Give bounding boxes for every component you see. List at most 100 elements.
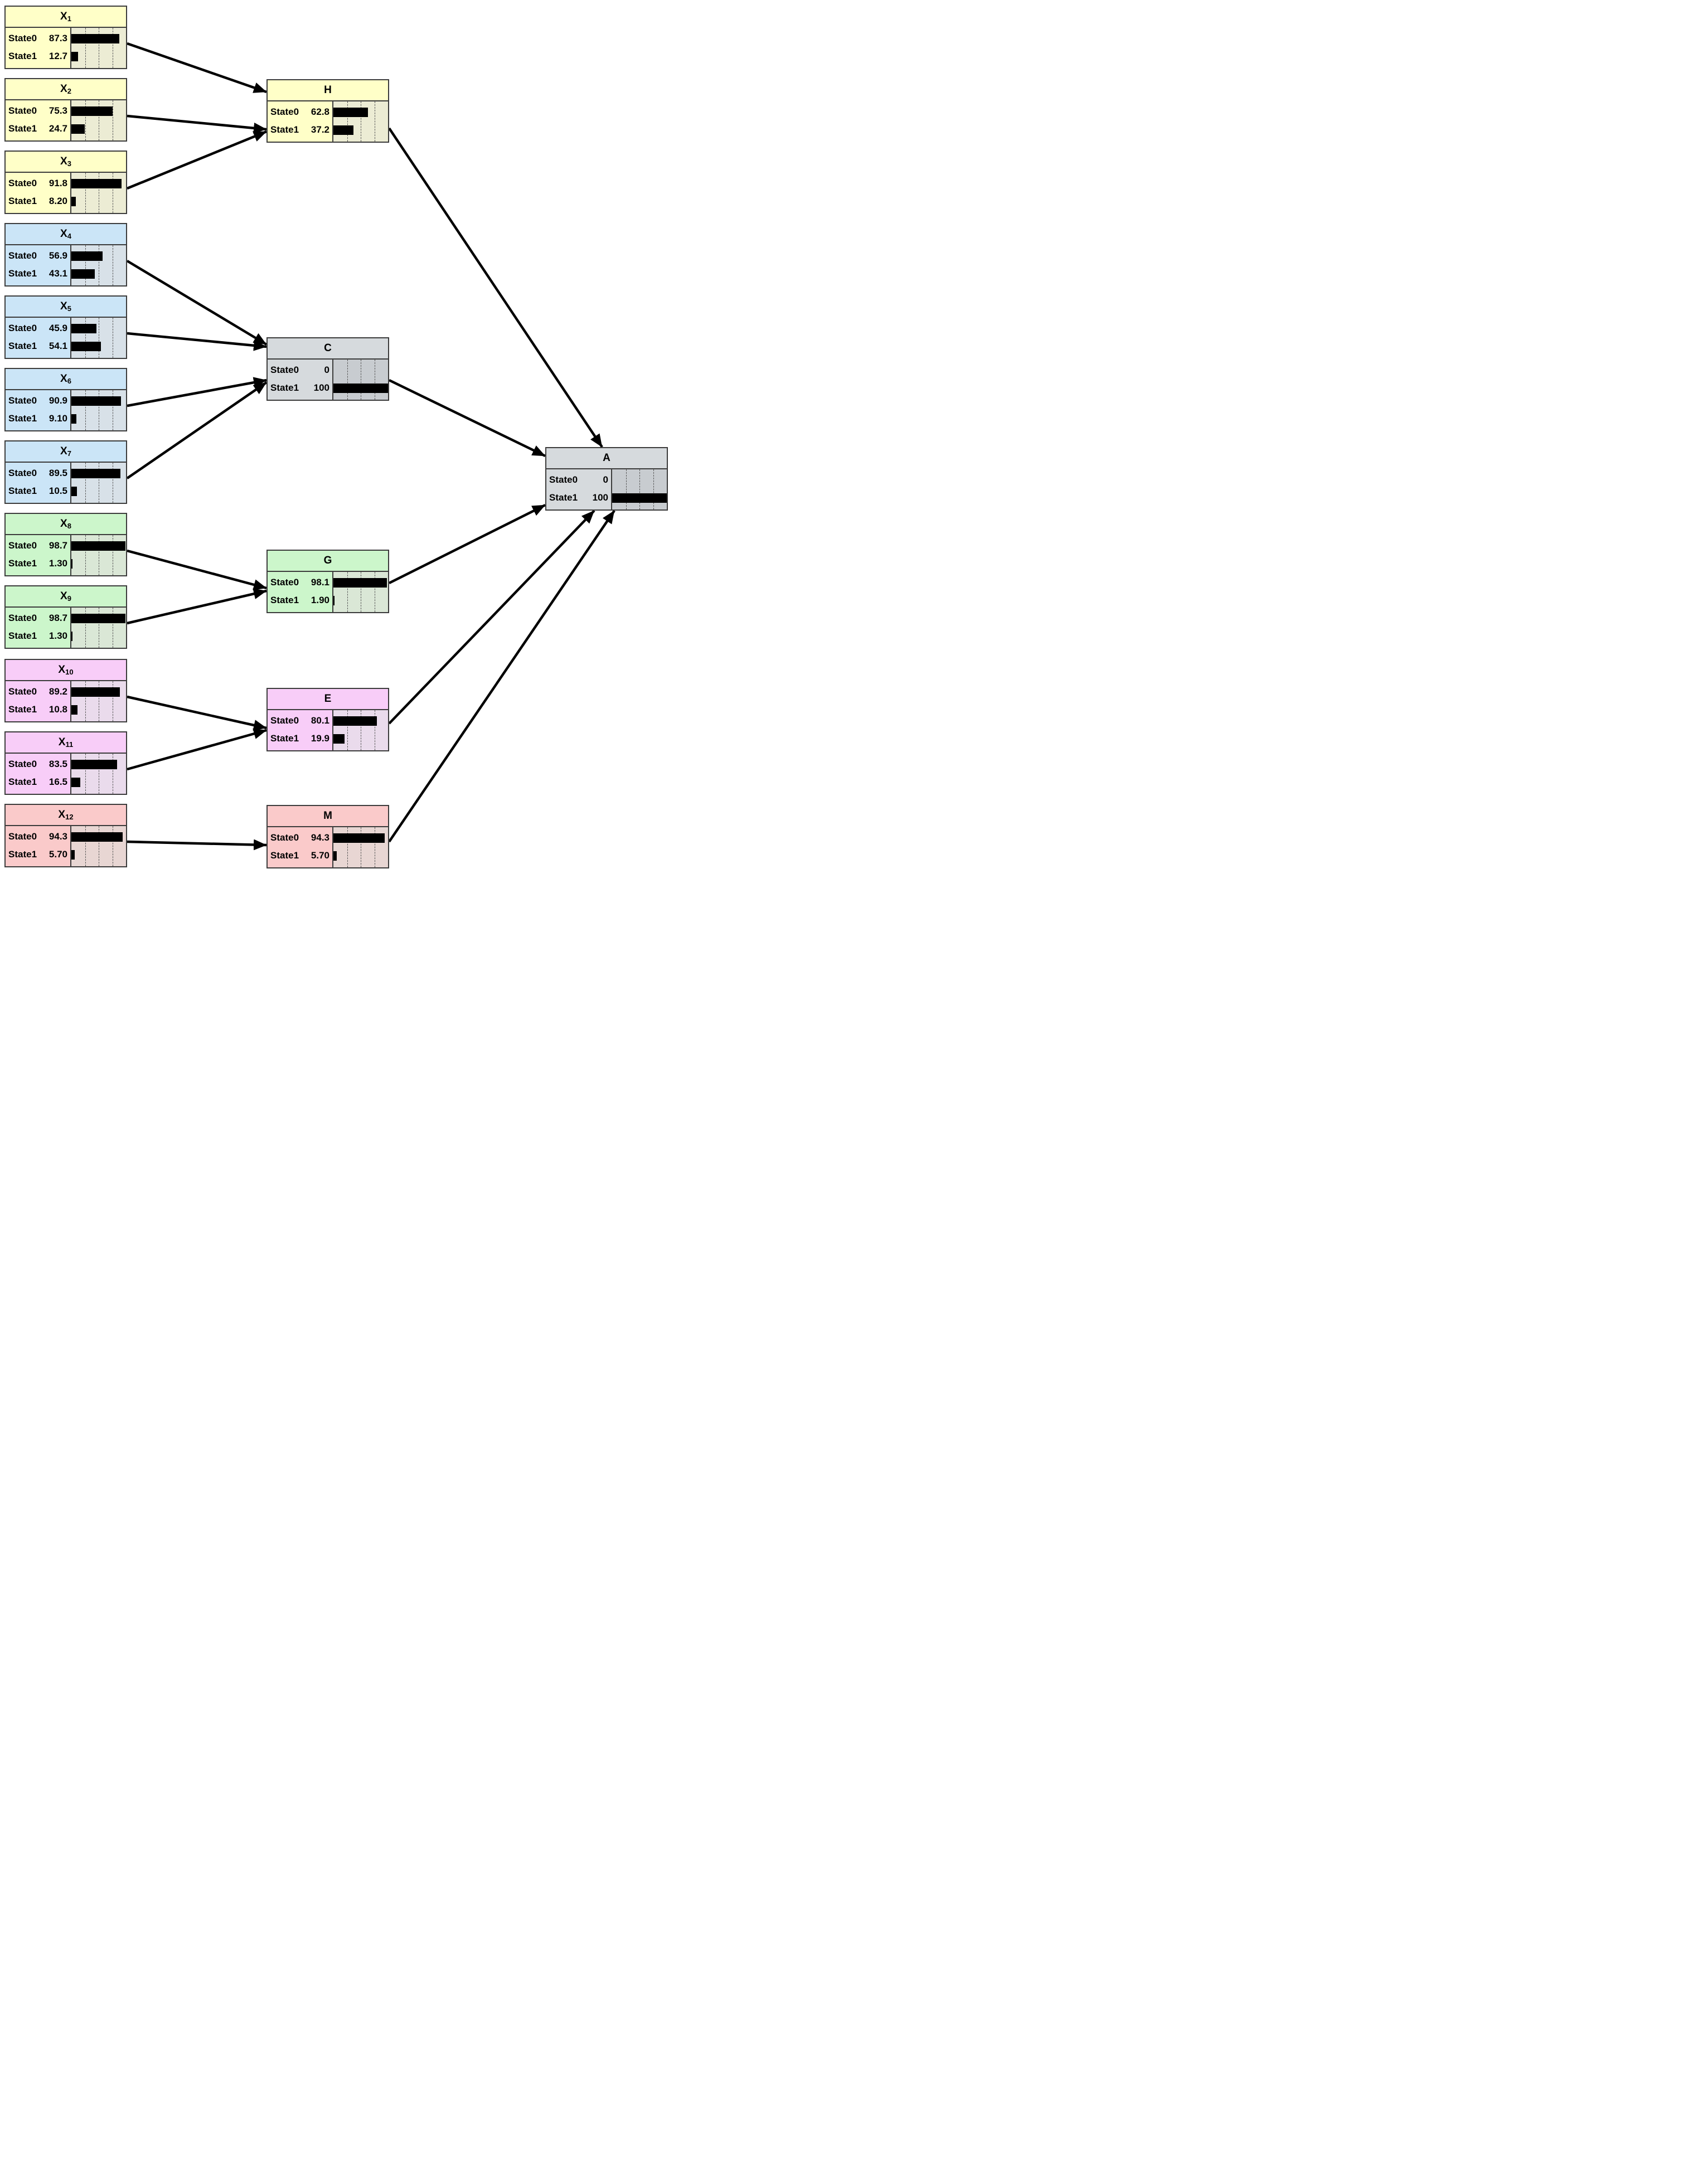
node-title-text: X bbox=[60, 373, 67, 385]
state0-value: 89.5 bbox=[49, 468, 67, 478]
node-title-text: X bbox=[60, 300, 67, 312]
state0-probability-bar bbox=[333, 716, 377, 726]
node-title-text: X bbox=[60, 11, 67, 22]
state0-value: 98.1 bbox=[311, 577, 329, 588]
node-title: E bbox=[268, 689, 388, 710]
state1-value: 5.70 bbox=[49, 849, 67, 860]
state1-label: State1 bbox=[270, 595, 299, 605]
state0-value: 94.3 bbox=[311, 832, 329, 843]
state1-label: State1 bbox=[8, 704, 37, 715]
chart-gridline bbox=[85, 681, 86, 721]
state1-probability-bar bbox=[333, 596, 335, 605]
state0-value: 62.8 bbox=[311, 106, 329, 117]
state0-probability-bar bbox=[71, 832, 123, 842]
state0-value: 90.9 bbox=[49, 395, 67, 406]
state1-probability-bar bbox=[333, 384, 388, 393]
state0-probability-bar bbox=[71, 687, 120, 697]
state1-value: 10.8 bbox=[49, 704, 67, 715]
edge-H-to-A bbox=[388, 127, 603, 448]
edge-X7-to-C bbox=[126, 381, 268, 479]
node-title: A bbox=[546, 448, 667, 469]
state1-value: 12.7 bbox=[49, 51, 67, 61]
probability-chart-area bbox=[611, 469, 667, 509]
state1-label: State1 bbox=[8, 123, 37, 134]
chart-gridline bbox=[347, 827, 348, 867]
state0-label: State0 bbox=[8, 178, 37, 188]
state0-label: State0 bbox=[8, 468, 37, 478]
edge-X11-to-E bbox=[127, 728, 267, 771]
chart-gridline bbox=[85, 463, 86, 503]
chart-gridline bbox=[347, 360, 348, 400]
probability-chart-area bbox=[332, 360, 388, 400]
state0-value: 56.9 bbox=[49, 250, 67, 261]
state1-probability-bar bbox=[71, 559, 72, 569]
state0-probability-bar bbox=[333, 578, 387, 588]
chart-gridline bbox=[85, 390, 86, 430]
state1-label: State1 bbox=[8, 413, 37, 424]
state0-value: 91.8 bbox=[49, 178, 67, 188]
state1-label: State1 bbox=[8, 486, 37, 496]
state1-value: 1.30 bbox=[49, 558, 67, 569]
state1-probability-bar bbox=[71, 632, 72, 641]
chart-gridline bbox=[639, 469, 640, 509]
state1-value: 16.5 bbox=[49, 776, 67, 787]
state1-value: 19.9 bbox=[311, 733, 329, 744]
state0-label: State0 bbox=[8, 33, 37, 43]
state1-probability-bar bbox=[71, 778, 80, 787]
state0-label: State0 bbox=[8, 831, 37, 842]
state1-label: State1 bbox=[270, 850, 299, 861]
state0-label: State0 bbox=[8, 759, 37, 769]
edge-X2-to-H bbox=[127, 114, 267, 134]
edges-layer bbox=[126, 42, 615, 851]
node-title: H bbox=[268, 80, 388, 101]
chart-gridline bbox=[85, 826, 86, 866]
edge-X6-to-C bbox=[127, 377, 267, 407]
chart-gridline bbox=[85, 100, 86, 140]
state1-value: 8.20 bbox=[49, 196, 67, 206]
edge-X12-to-M bbox=[127, 839, 267, 851]
state1-value: 1.30 bbox=[49, 630, 67, 641]
chart-gridline bbox=[653, 469, 654, 509]
chart-gridline bbox=[85, 318, 86, 358]
state0-label: State0 bbox=[8, 613, 37, 623]
node-title: G bbox=[268, 551, 388, 572]
node-title-text: X bbox=[58, 664, 66, 676]
state1-value: 1.90 bbox=[311, 595, 329, 605]
node-title-text: E bbox=[324, 693, 332, 705]
chart-gridline bbox=[85, 754, 86, 794]
state1-value: 100 bbox=[592, 492, 608, 503]
node-title-text: X bbox=[60, 445, 67, 457]
node-title-text: X bbox=[60, 83, 67, 95]
state0-label: State0 bbox=[270, 365, 299, 375]
node-title-text: G bbox=[323, 555, 332, 566]
state0-label: State0 bbox=[8, 540, 37, 551]
